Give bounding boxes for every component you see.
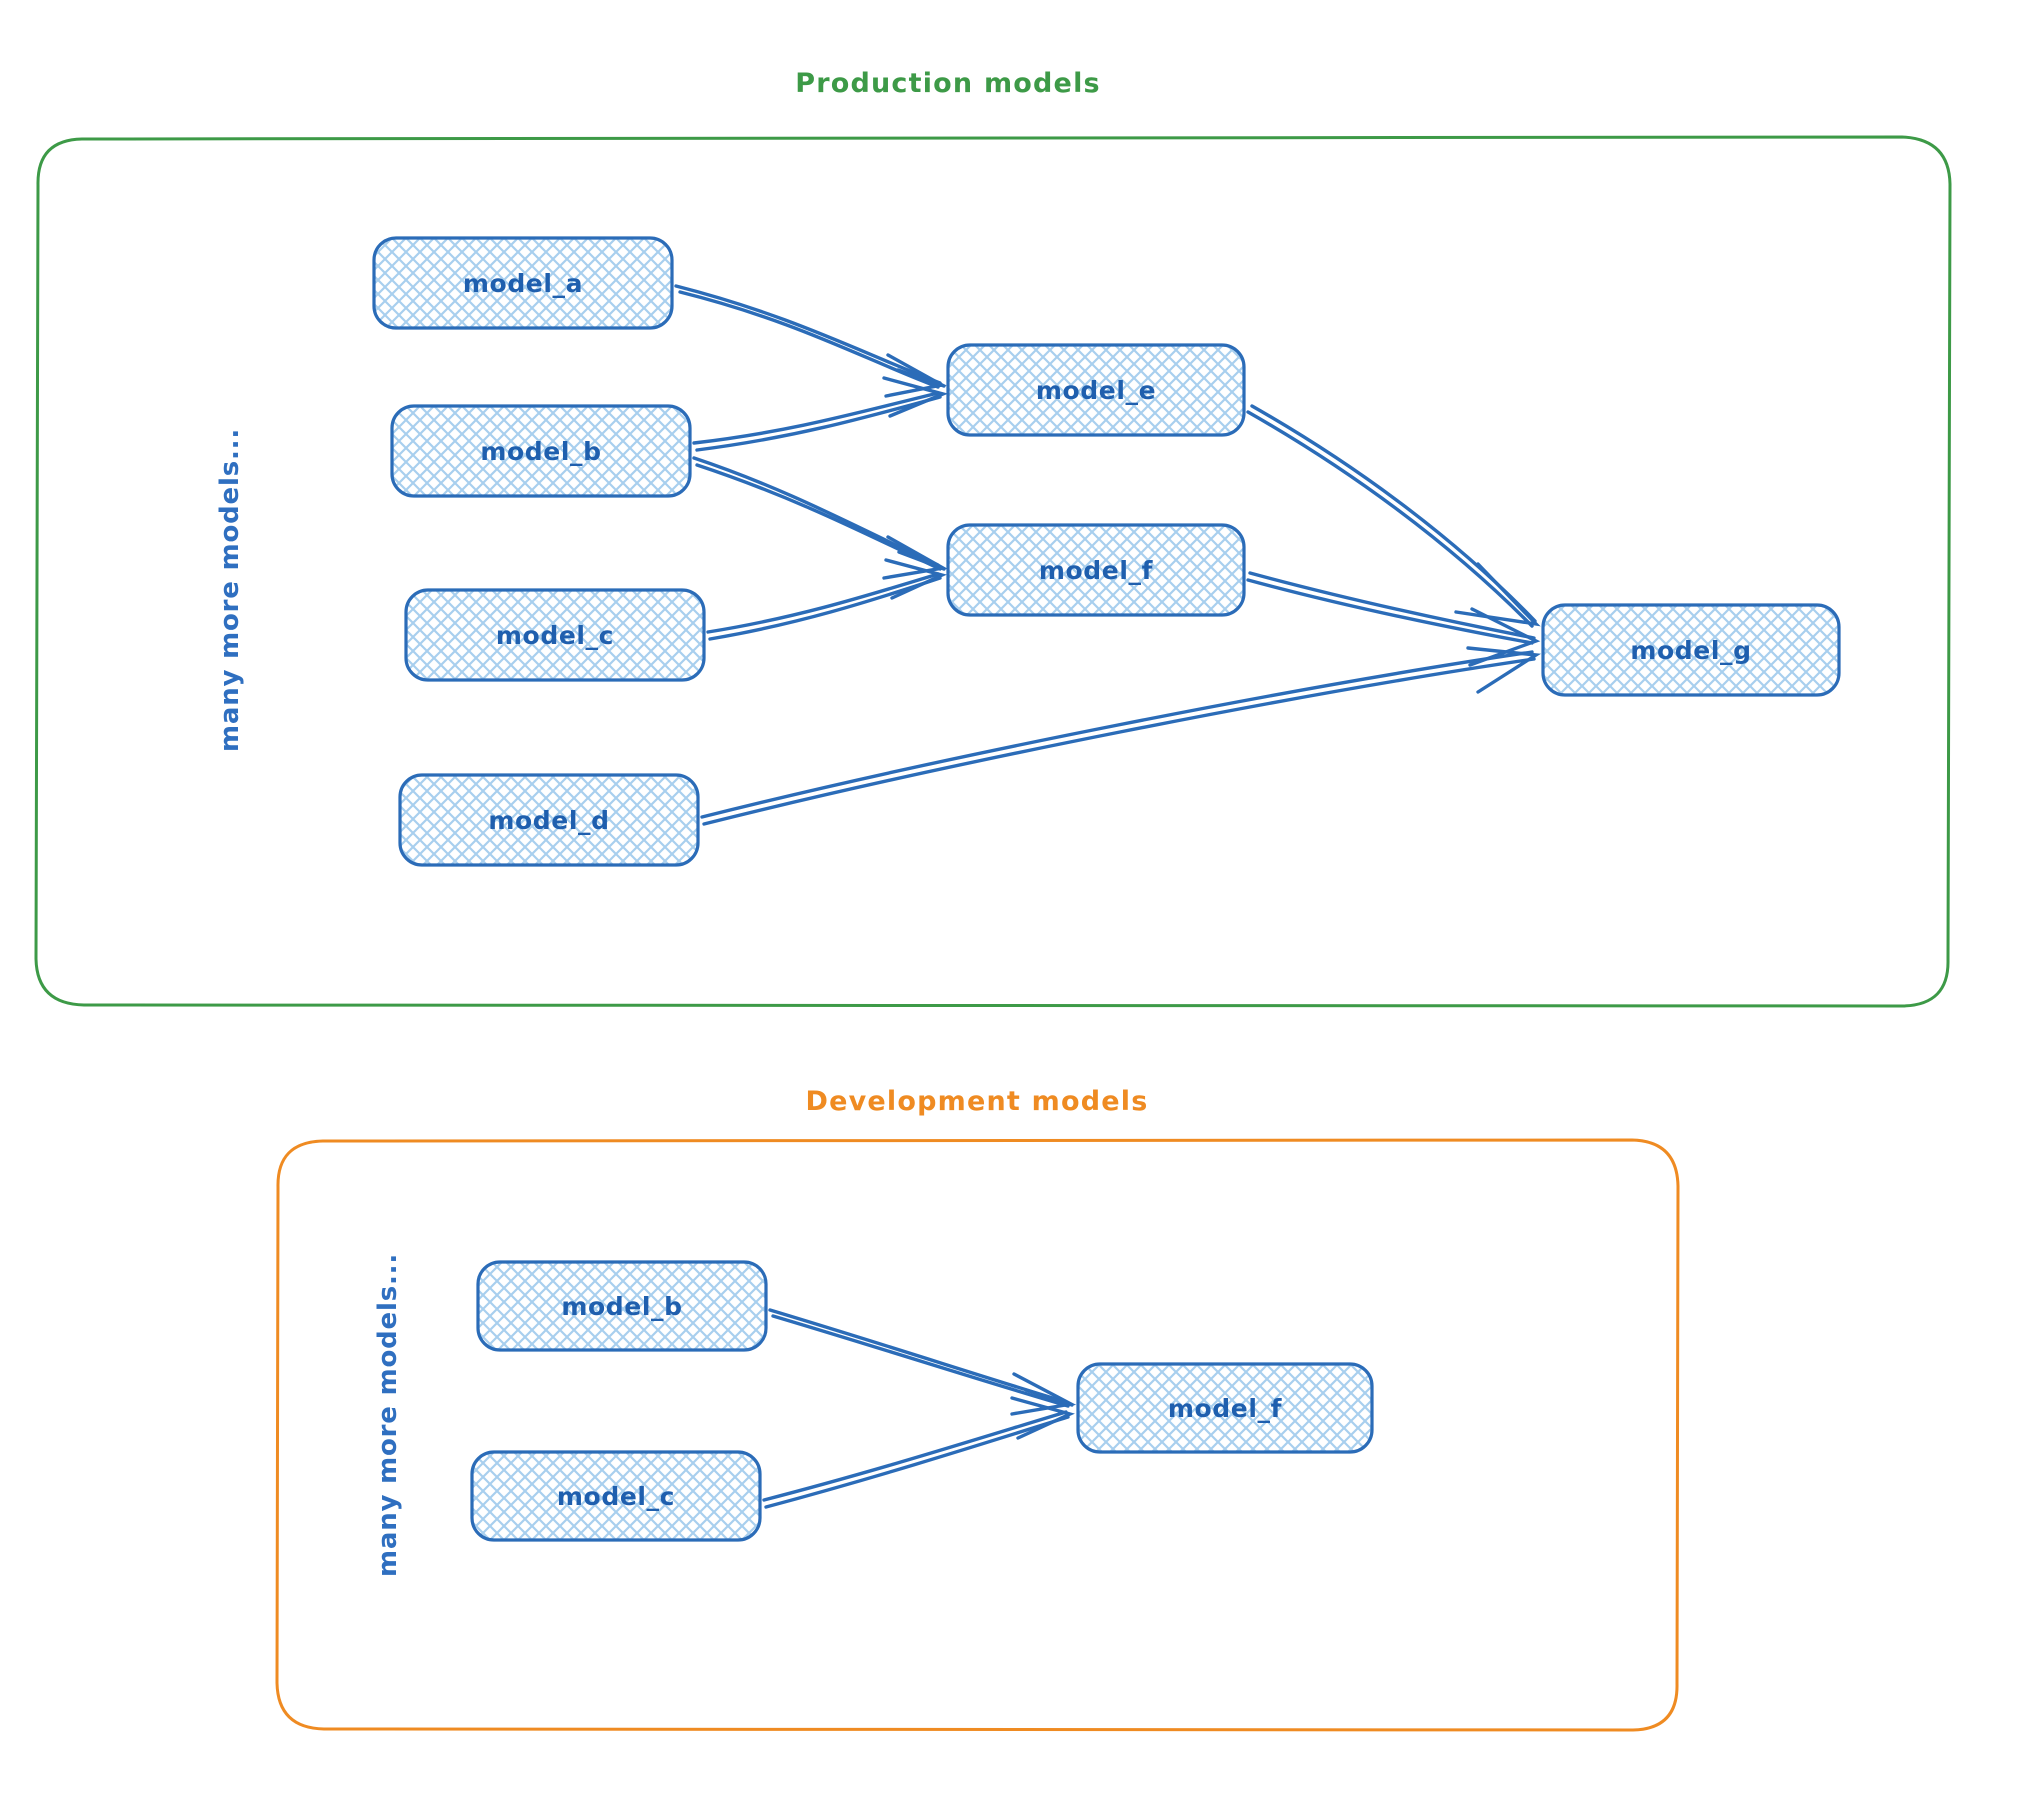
edge-devc-to-devf — [762, 1396, 1075, 1509]
development-group-border — [275, 1138, 1680, 1732]
node-prod_model_a[interactable]: model_a — [372, 236, 674, 330]
node-prod_model_c[interactable]: model_c — [404, 588, 706, 682]
node-shape — [372, 236, 674, 330]
edge-devb-to-devf — [768, 1308, 1077, 1416]
node-label: model_d — [488, 806, 609, 835]
node-prod_model_b[interactable]: model_b — [390, 404, 692, 498]
node-label: model_a — [463, 269, 583, 298]
group-production: Production models many more models... — [34, 68, 1952, 1008]
production-edges — [674, 284, 1542, 826]
production-side-label: many more models... — [215, 428, 245, 752]
node-shape — [398, 773, 700, 867]
edge-b-to-f — [692, 456, 949, 580]
group-development: Development models many more models... m… — [275, 1086, 1680, 1732]
edge-b-to-e — [692, 376, 949, 452]
node-shape — [476, 1260, 768, 1352]
node-dev_model_f[interactable]: model_f — [1076, 1362, 1374, 1454]
node-dev_model_c[interactable]: model_c — [470, 1450, 762, 1542]
node-shape — [470, 1450, 762, 1542]
node-shape — [1076, 1362, 1374, 1454]
node-label: model_f — [1168, 1394, 1283, 1423]
edge-a-to-e — [674, 284, 947, 398]
node-label: model_g — [1630, 636, 1751, 665]
node-prod_model_f[interactable]: model_f — [946, 523, 1246, 617]
node-prod_model_d[interactable]: model_d — [398, 773, 700, 867]
production-group-title: Production models — [795, 68, 1101, 99]
node-shape — [1541, 603, 1841, 697]
node-shape — [404, 588, 706, 682]
node-label: model_f — [1039, 556, 1154, 585]
node-label: model_b — [480, 437, 601, 466]
node-shape — [390, 404, 692, 498]
edge-d-to-g — [700, 646, 1542, 826]
node-shape — [946, 343, 1246, 437]
node-dev_model_b[interactable]: model_b — [476, 1260, 768, 1352]
node-label: model_c — [496, 621, 614, 650]
node-label: model_b — [561, 1292, 682, 1321]
production-group-border — [34, 135, 1952, 1008]
development-side-label: many more models... — [373, 1253, 403, 1577]
node-label: model_e — [1036, 376, 1156, 405]
development-edges — [762, 1308, 1077, 1509]
edge-c-to-f — [706, 558, 947, 641]
node-prod_model_g[interactable]: model_g — [1541, 603, 1841, 697]
node-label: model_c — [557, 1482, 675, 1511]
node-prod_model_e[interactable]: model_e — [946, 343, 1246, 437]
node-shape — [946, 523, 1246, 617]
development-group-title: Development models — [806, 1086, 1149, 1117]
